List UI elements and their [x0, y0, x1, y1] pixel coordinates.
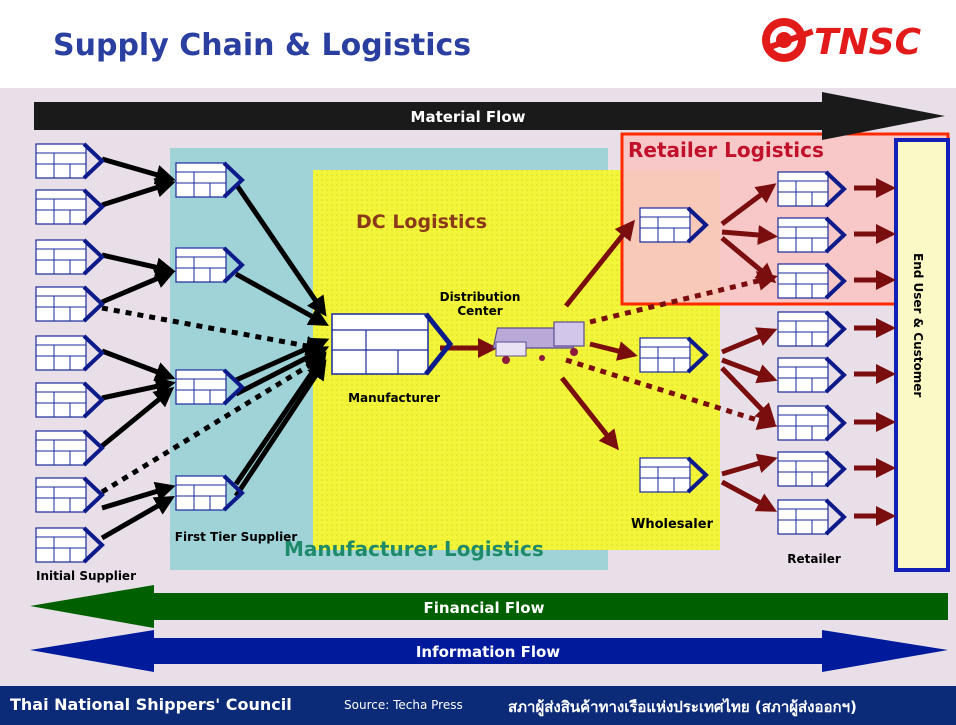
- footer-thai-org: สภาผู้ส่งสินค้าทางเรือแห่งประเทศไทย (สภา…: [508, 698, 857, 716]
- header: Supply Chain & Logistics TNSC: [0, 0, 956, 88]
- end-user-box: [894, 138, 950, 572]
- financial-flow-arrow: [30, 585, 948, 628]
- manufacturer-label: Manufacturer: [348, 391, 440, 405]
- financial-flow-label: Financial Flow: [424, 599, 545, 617]
- information-flow-label: Information Flow: [416, 643, 560, 661]
- footer-org: Thai National Shippers' Council: [10, 695, 292, 714]
- retailer-label: Retailer: [787, 552, 841, 566]
- distribution-center-label-line2: Center: [457, 304, 502, 318]
- distribution-center-label-line1: Distribution: [440, 290, 521, 304]
- downstream-arrows: [440, 178, 896, 526]
- direct-supplier-arrows: [100, 305, 326, 495]
- dc-logistics-label: DC Logistics: [356, 211, 487, 233]
- tnsc-logo: TNSC: [762, 18, 922, 63]
- wholesaler-label: Wholesaler: [631, 517, 714, 532]
- footer-bar: Thai National Shippers' Council Source: …: [0, 686, 956, 725]
- first-tier-supplier-label: First Tier Supplier: [175, 530, 298, 544]
- retailer-logistics-label: Retailer Logistics: [628, 138, 824, 162]
- manufacturer-logistics-label: Manufacturer Logistics: [284, 537, 544, 561]
- initial-supplier-label: Initial Supplier: [36, 569, 136, 583]
- logo-text: TNSC: [814, 22, 922, 63]
- retailer-nodes: [776, 170, 846, 536]
- information-flow-arrow: [30, 630, 948, 672]
- diagram-stage: Material Flow Retailer Logistics DC Logi…: [0, 88, 956, 686]
- material-flow-label: Material Flow: [411, 108, 526, 126]
- footer-source: Source: Techa Press: [344, 698, 463, 712]
- supplier-arrows: [100, 156, 330, 541]
- material-flow-arrow: [34, 92, 945, 140]
- supply-chain-diagram: Material Flow Retailer Logistics DC Logi…: [30, 92, 950, 672]
- end-user-label: End User & Customer: [911, 253, 925, 397]
- initial-supplier-nodes: [34, 142, 104, 564]
- distribution-center-icon: [492, 321, 585, 364]
- page-title: Supply Chain & Logistics: [53, 28, 472, 63]
